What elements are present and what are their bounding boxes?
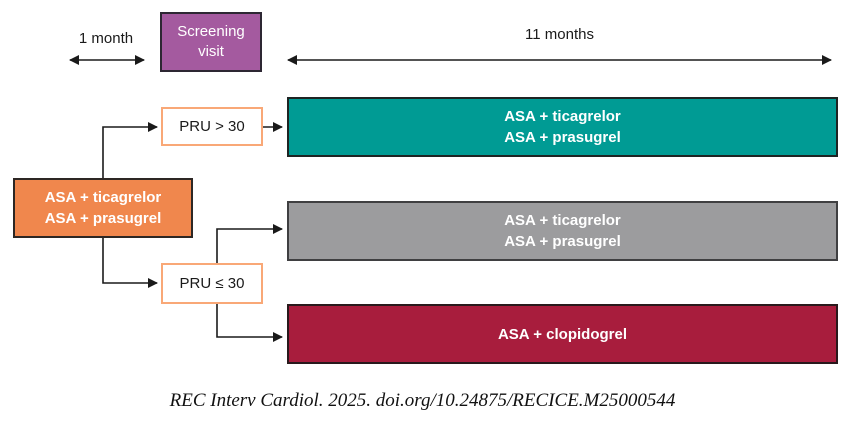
- eleven-months-label: 11 months: [525, 26, 594, 43]
- baseline-therapy-line1: ASA + ticagrelor: [44, 189, 162, 206]
- pru-greater-30-label: PRU > 30: [179, 118, 245, 135]
- pru-greater-30-box: PRU > 30: [161, 107, 263, 146]
- journal-citation: REC Interv Cardiol. 2025. doi.org/10.248…: [169, 390, 676, 411]
- arrow-pru-low-to-switch-arm: [216, 304, 283, 342]
- screening-visit-label-line1: Screening: [177, 23, 245, 40]
- baseline-therapy-box: ASA + ticagrelor ASA + prasugrel: [13, 178, 193, 238]
- arm-low-continue-line1: ASA + ticagrelor: [504, 212, 621, 229]
- branch-to-pru-high: [102, 122, 158, 178]
- branch-to-pru-low: [102, 238, 158, 288]
- screening-visit-label-line2: visit: [198, 43, 224, 60]
- arrow-pru-low-to-continue-arm: [216, 224, 283, 263]
- arm-low-switch-line1: ASA + clopidogrel: [497, 325, 628, 343]
- screening-visit-box: Screening visit: [160, 12, 262, 72]
- one-month-label: 1 month: [78, 30, 134, 47]
- baseline-therapy-line2: ASA + prasugrel: [44, 210, 162, 227]
- arm-high-pru-therapy-box: ASA + ticagrelor ASA + prasugrel: [287, 97, 838, 157]
- arm-low-pru-continue-therapy-box: ASA + ticagrelor ASA + prasugrel: [287, 201, 838, 261]
- pru-less-equal-30-box: PRU ≤ 30: [161, 263, 263, 304]
- arm-high-line1: ASA + ticagrelor: [504, 108, 621, 125]
- arm-low-pru-switch-clopidogrel-box: ASA + clopidogrel: [287, 304, 838, 364]
- arm-low-continue-line2: ASA + prasugrel: [504, 233, 621, 250]
- arm-high-line2: ASA + prasugrel: [504, 129, 621, 146]
- pru-less-equal-30-label: PRU ≤ 30: [179, 275, 245, 292]
